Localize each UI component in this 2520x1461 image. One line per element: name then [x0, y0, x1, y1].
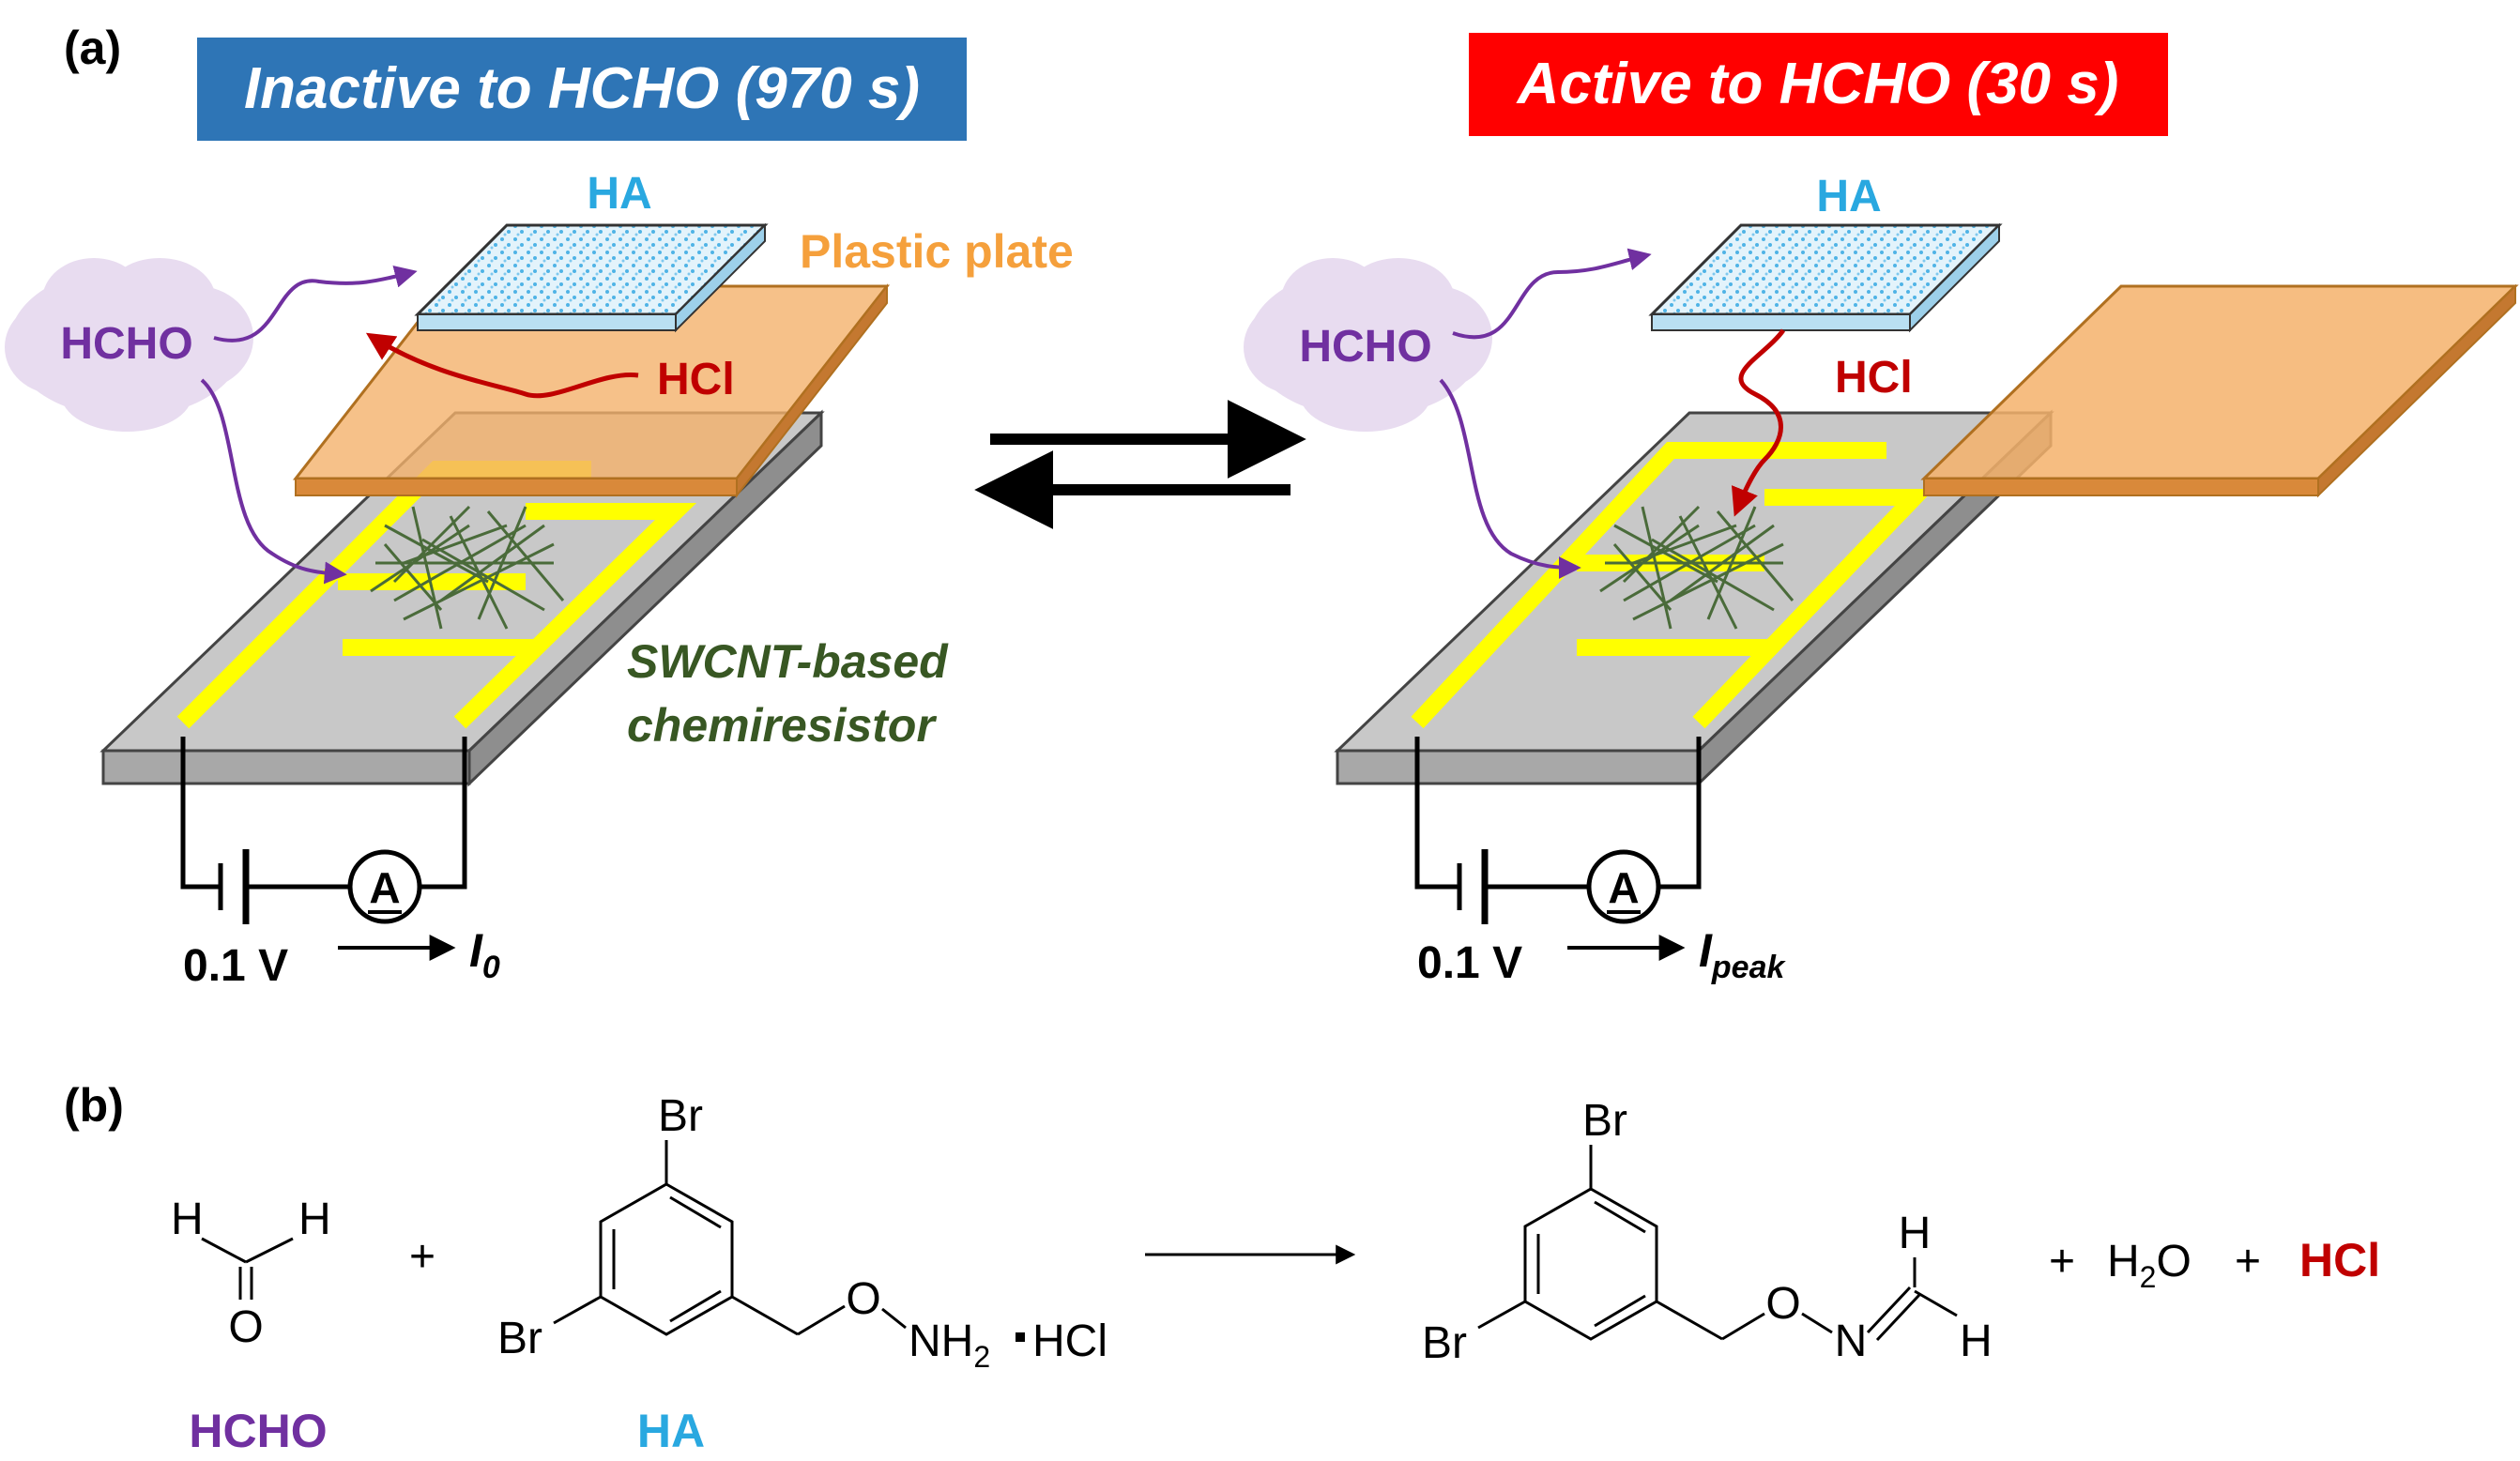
left-ha-pad [414, 222, 769, 333]
left-circuit [180, 737, 467, 924]
right-hcho-to-ha-arrow [1452, 248, 1652, 340]
right-banner [1469, 33, 2168, 136]
ha-o: O [846, 1274, 880, 1324]
right-current-label: Ipeak [1699, 924, 1786, 985]
ha-structure [553, 1140, 907, 1336]
plus-1: + [409, 1232, 435, 1282]
left-hcl-arrow [365, 332, 639, 399]
left-hcho-to-sensor-arrow [200, 378, 347, 585]
left-voltage-label: 0.1 V [183, 941, 288, 991]
plus-3: + [2235, 1237, 2261, 1286]
product-structure [1477, 1145, 1958, 1342]
product-h-top: H [1899, 1209, 1932, 1258]
svg-text:H: H [298, 1195, 331, 1244]
left-ammeter-label: A [369, 863, 400, 912]
left-banner-text: Inactive to HCHO (970 s) [244, 56, 920, 121]
ha-hcl: HCl [1032, 1316, 1107, 1366]
product-br-top: Br [1582, 1096, 1627, 1146]
left-hcl-label: HCl [657, 355, 735, 404]
ha-name: HA [637, 1405, 705, 1457]
ha-salt-dot [1016, 1332, 1025, 1342]
left-hcho-cloud [5, 258, 253, 432]
right-ha-label: HA [1816, 172, 1881, 221]
right-voltage-label: 0.1 V [1417, 938, 1522, 988]
product-n: N [1835, 1316, 1868, 1366]
formaldehyde-name: HCHO [189, 1405, 327, 1457]
right-hcl-label: HCl [1835, 353, 1913, 403]
ha-br-left: Br [497, 1314, 542, 1363]
left-ha-label: HA [587, 169, 651, 219]
byproduct-hcl: HCl [2299, 1234, 2380, 1286]
product-h-right: H [1960, 1316, 1993, 1366]
product-br-left: Br [1422, 1318, 1467, 1368]
product-o: O [1765, 1279, 1800, 1329]
right-hcl-arrow [1731, 328, 1786, 517]
svg-text:H: H [171, 1195, 204, 1244]
left-current-label: I0 [469, 924, 500, 985]
left-cnt-network [370, 505, 565, 630]
formaldehyde-structure: H H O [171, 1195, 331, 1352]
left-device: Inactive to HCHO (970 s) [5, 38, 1074, 991]
ha-amine: NH2 [909, 1316, 990, 1374]
left-banner [197, 38, 967, 141]
panel-b-label: (b) [64, 1079, 124, 1132]
right-plastic-plate [1920, 283, 2519, 498]
left-plate-label: Plastic plate [800, 225, 1074, 278]
right-hcho-cloud [1244, 258, 1492, 432]
left-sensor-label-1: SWCNT-based [627, 635, 949, 688]
right-cnt-network [1599, 505, 1795, 630]
right-banner-text: Active to HCHO (30 s) [1516, 52, 2119, 116]
right-ha-pad [1648, 222, 2003, 333]
plus-2: + [2049, 1237, 2075, 1286]
right-device: Active to HCHO (30 s) [1244, 33, 2519, 988]
right-hcho-to-sensor-arrow [1439, 378, 1581, 579]
right-ammeter-label: A [1608, 863, 1639, 912]
right-hcho-label: HCHO [1299, 322, 1431, 372]
panel-a-label: (a) [64, 22, 121, 74]
left-hcho-to-ha-arrow [213, 266, 418, 342]
svg-text:O: O [228, 1302, 263, 1352]
left-hcho-label: HCHO [60, 319, 192, 369]
ha-br-top: Br [658, 1091, 703, 1141]
left-sensor-label-2: chemiresistor [627, 699, 937, 752]
water: H2O [2107, 1237, 2192, 1294]
right-circuit [1414, 737, 1702, 924]
equilibrium-arrows [974, 400, 1306, 529]
